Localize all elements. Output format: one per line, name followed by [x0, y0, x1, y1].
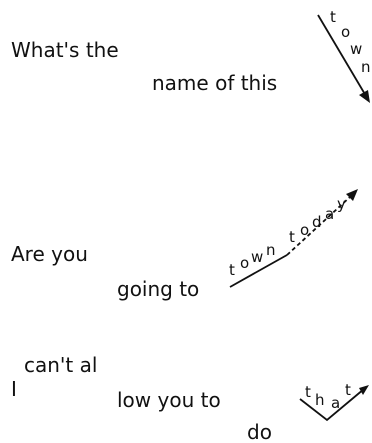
puzzle-1-letter-o: o	[341, 23, 351, 41]
puzzle-1-arrow-line	[317, 14, 367, 97]
puzzle-2-word2-letter-t: t	[289, 228, 295, 246]
puzzle-2-word2-letter-d: d	[312, 213, 322, 231]
puzzle-3-line-1: can't al	[24, 353, 98, 377]
puzzle-1-letter-n: n	[361, 58, 371, 76]
puzzle-2-word2-letter-o: o	[300, 221, 310, 239]
puzzle-3-check-line	[299, 388, 365, 422]
puzzle-2-word2-letter-a: a	[325, 205, 335, 223]
puzzle-2-word1-letter-w: w	[251, 248, 264, 266]
puzzle-2-arrow-solid	[229, 254, 288, 288]
puzzle-1-arrow-head	[359, 90, 370, 103]
puzzle-2-word1-letter-t: t	[229, 261, 235, 279]
puzzle-3-letter-h: h	[315, 391, 325, 409]
puzzle-3-letter-a: a	[331, 394, 341, 412]
puzzle-2-arrow-head	[346, 189, 358, 201]
puzzle-3-line-2: low you to	[117, 388, 221, 412]
puzzle-1-line-1: What's the	[11, 38, 119, 62]
puzzle-3-letter-i: I	[11, 377, 17, 401]
puzzle-2-line-1: Are you	[11, 242, 88, 266]
puzzle-3-check-arrow-head	[359, 385, 369, 395]
puzzle-3-letter-t2: t	[345, 381, 351, 399]
puzzle-2-line-2: going to	[117, 277, 200, 301]
puzzle-2-word1-letter-n: n	[266, 241, 276, 259]
puzzle-2-arrow-dashed	[286, 196, 351, 256]
puzzle-3-line-3: do	[247, 420, 272, 443]
puzzle-1-letter-w: w	[350, 40, 363, 58]
puzzle-3-letter-t: t	[305, 383, 311, 401]
puzzle-2-word2-letter-y: y	[337, 195, 346, 213]
puzzle-1-letter-t: t	[330, 8, 336, 26]
puzzle-1-line-2: name of this	[152, 71, 278, 95]
puzzle-2-word1-letter-o: o	[240, 254, 250, 272]
